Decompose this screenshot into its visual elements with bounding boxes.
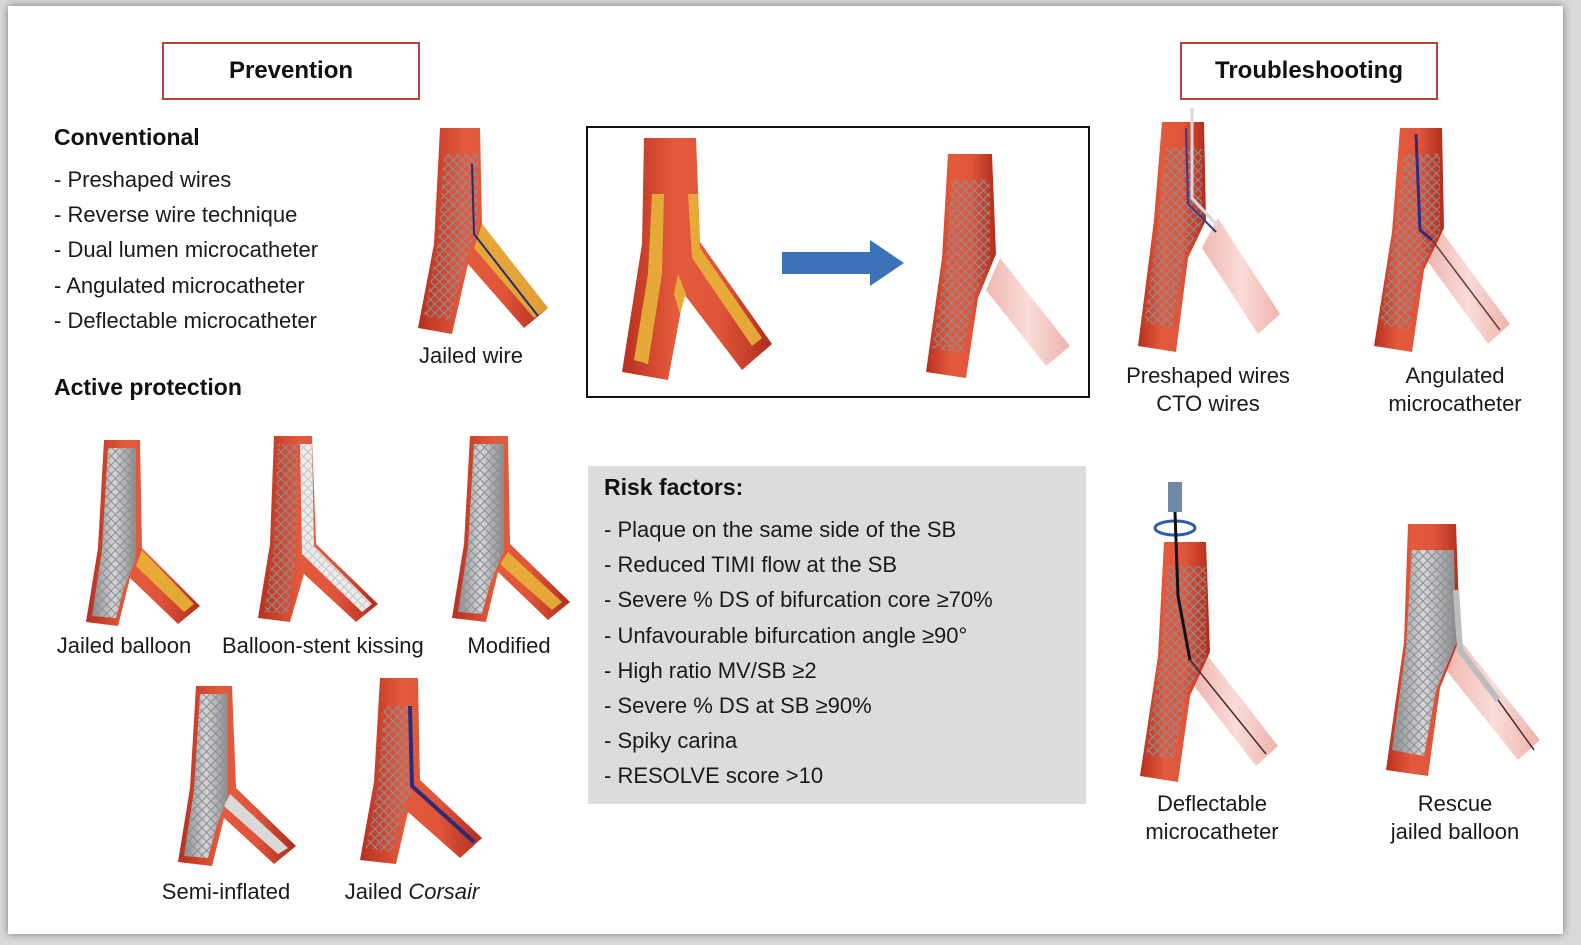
preshaped-wires-caption: Preshaped wires CTO wires <box>1118 362 1298 418</box>
center-illustration-panel <box>586 126 1090 398</box>
list-item: - Dual lumen microcatheter <box>54 232 318 267</box>
semi-inflated-caption: Semi-inflated <box>156 878 296 906</box>
jailed-wire-vessel <box>408 124 558 344</box>
jailed-wire-caption: Jailed wire <box>406 342 536 370</box>
conventional-heading: Conventional <box>54 124 200 151</box>
jailed-corsair-caption-prefix: Jailed <box>345 879 409 904</box>
balloon-stent-kissing-vessel <box>254 434 394 624</box>
modified-vessel <box>444 434 574 624</box>
list-item: - Preshaped wires <box>54 162 318 197</box>
arrow-right-icon <box>778 238 908 288</box>
rescue-jailed-balloon-caption: Rescue jailed balloon <box>1380 790 1530 846</box>
jailed-corsair-caption-italic: Corsair <box>408 879 479 904</box>
list-item: - Unfavourable bifurcation angle ≥90° <box>604 618 993 653</box>
list-item: - Angulated microcatheter <box>54 268 318 303</box>
angulated-microcatheter-caption: Angulated microcatheter <box>1370 362 1540 418</box>
conventional-list: - Preshaped wires - Reverse wire techniq… <box>54 162 318 338</box>
deflectable-caption-line2: microcatheter <box>1124 818 1300 846</box>
angulated-microcatheter-vessel <box>1360 124 1520 354</box>
semi-inflated-vessel <box>166 684 306 869</box>
balloon-stent-kissing-caption: Balloon-stent kissing <box>222 632 422 660</box>
plaque-bifurcation-vessel <box>608 134 778 384</box>
angulated-caption-line1: Angulated <box>1370 362 1540 390</box>
active-protection-heading: Active protection <box>54 374 242 401</box>
list-item: - Severe % DS of bifurcation core ≥70% <box>604 582 993 617</box>
preshaped-caption-line2: CTO wires <box>1118 390 1298 418</box>
list-item: - Severe % DS at SB ≥90% <box>604 688 993 723</box>
preshaped-wires-vessel <box>1126 108 1286 358</box>
modified-caption: Modified <box>454 632 564 660</box>
rescue-jailed-balloon-vessel <box>1378 520 1548 780</box>
deflectable-microcatheter-caption: Deflectable microcatheter <box>1124 790 1300 846</box>
troubleshooting-header-label: Troubleshooting <box>1215 57 1403 85</box>
list-item: - Spiky carina <box>604 723 993 758</box>
jailed-balloon-vessel <box>66 438 206 628</box>
figure-canvas: Prevention Conventional - Preshaped wire… <box>8 6 1563 934</box>
jailed-corsair-vessel <box>348 676 488 866</box>
deflectable-microcatheter-vessel <box>1126 476 1286 786</box>
jailed-balloon-caption: Jailed balloon <box>54 632 194 660</box>
troubleshooting-header: Troubleshooting <box>1180 42 1438 100</box>
angulated-caption-line2: microcatheter <box>1370 390 1540 418</box>
list-item: - RESOLVE score >10 <box>604 758 993 793</box>
rescue-caption-line2: jailed balloon <box>1380 818 1530 846</box>
risk-factors-title: Risk factors: <box>604 474 743 501</box>
list-item: - Reduced TIMI flow at the SB <box>604 547 993 582</box>
list-item: - Deflectable microcatheter <box>54 303 318 338</box>
rescue-caption-line1: Rescue <box>1380 790 1530 818</box>
prevention-header: Prevention <box>162 42 420 100</box>
stented-bifurcation-vessel <box>916 150 1076 380</box>
risk-factors-panel: Risk factors: - Plaque on the same side … <box>588 466 1086 804</box>
risk-factors-list: - Plaque on the same side of the SB - Re… <box>604 512 993 794</box>
deflectable-caption-line1: Deflectable <box>1124 790 1300 818</box>
prevention-header-label: Prevention <box>229 57 353 85</box>
jailed-corsair-caption: Jailed Corsair <box>342 878 482 906</box>
list-item: - Plaque on the same side of the SB <box>604 512 993 547</box>
list-item: - Reverse wire technique <box>54 197 318 232</box>
preshaped-caption-line1: Preshaped wires <box>1118 362 1298 390</box>
list-item: - High ratio MV/SB ≥2 <box>604 653 993 688</box>
